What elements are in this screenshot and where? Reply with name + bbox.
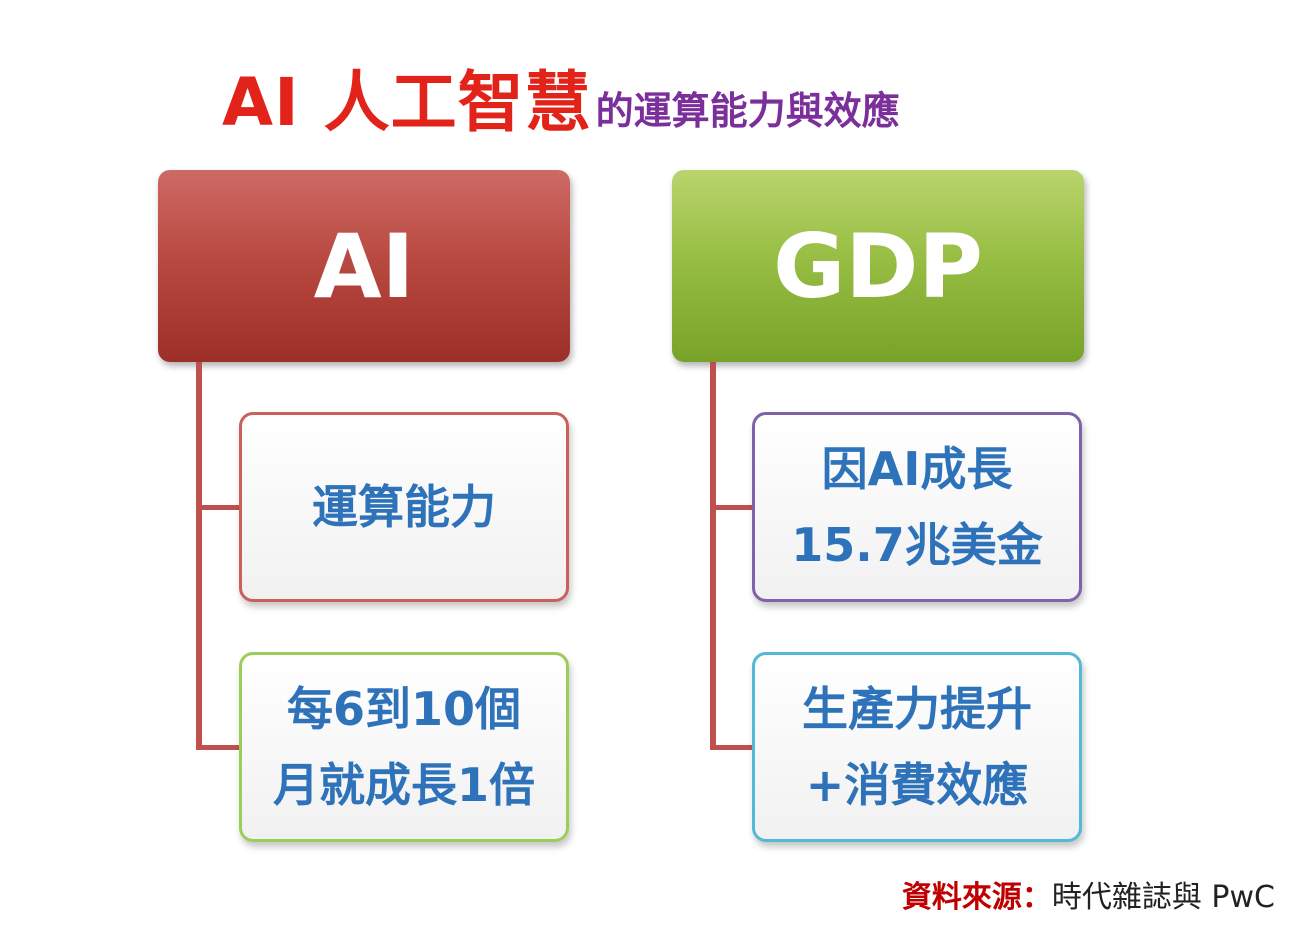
gdp-item-productivity: 生產力提升 +消費效應 [752, 652, 1082, 842]
diagram-title: AI 人工智慧 的運算能力與效應 [222, 52, 900, 142]
gdp-trunk-line [710, 362, 716, 750]
ai-branch-line-2 [196, 745, 241, 750]
title-subtitle: 的運算能力與效應 [595, 89, 900, 133]
source-text: 時代雜誌與 PwC [1051, 880, 1275, 915]
source-label: 資料來源： [901, 880, 1052, 915]
gdp-item-ai-growth: 因AI成長 15.7兆美金 [752, 412, 1082, 602]
title-main: AI 人工智慧 [222, 64, 592, 141]
ai-branch-line-1 [196, 505, 241, 510]
gdp-branch-line-1 [710, 505, 755, 510]
ai-header-box: AI [158, 170, 570, 362]
gdp-branch-line-2 [710, 745, 755, 750]
ai-item-growth-rate: 每6到10個 月就成長1倍 [239, 652, 569, 842]
gdp-header-box: GDP [672, 170, 1084, 362]
ai-trunk-line [196, 362, 202, 750]
ai-item-compute-power: 運算能力 [239, 412, 569, 602]
source-note: 資料來源：時代雜誌與 PwC [902, 872, 1275, 916]
